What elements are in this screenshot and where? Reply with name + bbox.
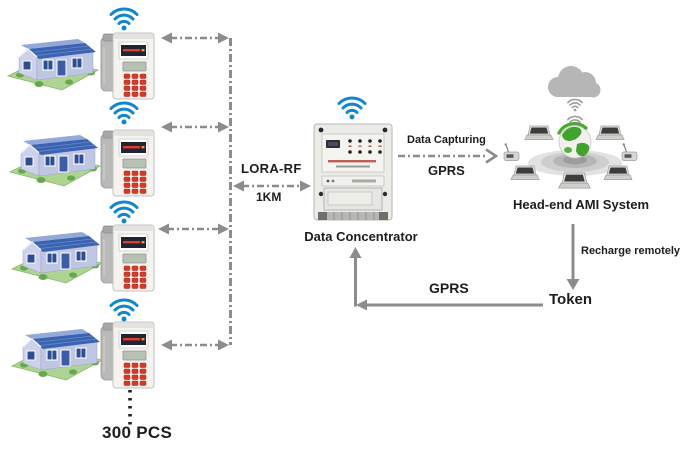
handheld-terminal-icon bbox=[621, 142, 638, 162]
wifi-icon bbox=[109, 200, 139, 225]
lora-rf-arrow bbox=[233, 180, 311, 192]
wifi-icon bbox=[337, 96, 367, 121]
house-row-2 bbox=[9, 101, 155, 197]
smart-meter-icon bbox=[100, 224, 155, 292]
token-label: Token bbox=[549, 291, 593, 308]
gprs-uplink-label: GPRS bbox=[428, 163, 465, 178]
globe-icon bbox=[557, 122, 592, 159]
smart-meter-icon bbox=[100, 32, 155, 100]
laptop-icon bbox=[524, 125, 554, 140]
head-end-ami-graphic bbox=[503, 66, 638, 189]
smart-meter-icon bbox=[100, 129, 155, 197]
meter-rf-links bbox=[167, 36, 221, 347]
head-end-ami-label: Head-end AMI System bbox=[513, 197, 650, 212]
gprs-return-arrow bbox=[349, 247, 543, 311]
data-capturing-arrow bbox=[398, 148, 499, 164]
lora-range-label: 1KM bbox=[256, 190, 282, 204]
house-row-4 bbox=[11, 298, 155, 389]
coverage-rings bbox=[528, 150, 622, 176]
wifi-icon bbox=[109, 298, 139, 323]
data-concentrator-device bbox=[313, 123, 393, 221]
data-capturing-label: Data Capturing bbox=[407, 134, 486, 146]
house-icon bbox=[7, 38, 99, 91]
house-row-1 bbox=[7, 7, 155, 100]
meter-count-label: 300 PCS bbox=[102, 423, 173, 442]
wifi-icon bbox=[109, 7, 139, 32]
laptop-icon bbox=[603, 165, 633, 180]
laptop-icon bbox=[558, 172, 591, 189]
lora-rf-label: LORA-RF bbox=[241, 161, 302, 176]
laptop-icon bbox=[595, 125, 625, 140]
data-concentrator-label: Data Concentrator bbox=[304, 229, 418, 244]
recharge-arrow bbox=[566, 224, 580, 290]
house-icon bbox=[9, 134, 101, 187]
house-icon bbox=[11, 231, 103, 284]
laptop-icon bbox=[510, 165, 540, 180]
wifi-icon bbox=[109, 101, 139, 126]
gprs-downlink-label: GPRS bbox=[429, 280, 469, 296]
wifi-icon bbox=[567, 98, 583, 113]
handheld-terminal-icon bbox=[503, 142, 520, 162]
cloud-icon bbox=[548, 66, 601, 98]
house-row-3 bbox=[11, 200, 155, 292]
meter-rf-arrowheads bbox=[158, 32, 229, 351]
recharge-remotely-label: Recharge remotely bbox=[581, 245, 680, 257]
house-icon bbox=[11, 328, 103, 381]
smart-meter-icon bbox=[100, 321, 155, 389]
